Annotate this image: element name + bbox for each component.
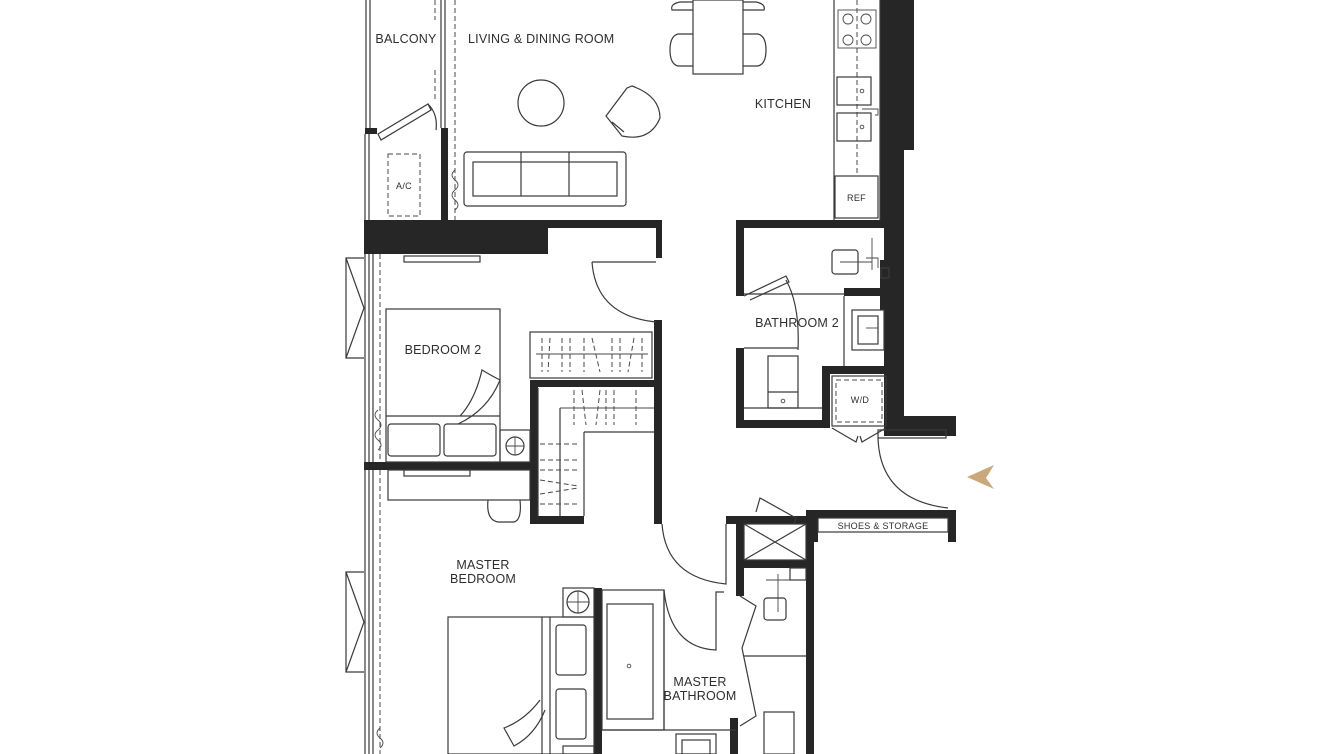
room-label-master-bathroom-line1: MASTER [673, 675, 727, 689]
curtain-bedroom2 [374, 409, 382, 451]
room-label-living-dining: LIVING & DINING ROOM [468, 32, 615, 46]
bathroom2-bottom-wall [736, 420, 826, 428]
bedroom2-door [591, 261, 657, 323]
balcony-door [377, 103, 437, 141]
living-bedroom-wall [364, 220, 662, 258]
kitchen-exterior-wall [880, 0, 956, 436]
bathroom2-fixtures [743, 238, 890, 443]
room-label-bathroom-2: BATHROOM 2 [755, 316, 839, 330]
entry-arrow-icon [967, 465, 994, 489]
room-label-master-bedroom-line1: MASTER [456, 558, 510, 572]
room-label-master-bathroom-line2: BATHROOM [663, 689, 737, 703]
room-label-bedroom-2: BEDROOM 2 [404, 343, 482, 357]
master-bathroom-fixtures [601, 497, 807, 754]
master-bath-door-jamb [726, 516, 736, 524]
fixture-label-ac: A/C [396, 181, 412, 191]
wd-top-wall [822, 366, 888, 374]
bedroom-divider-wall [364, 462, 536, 470]
closet-top-wall [530, 380, 654, 387]
master-bath-inner-wall [730, 718, 738, 754]
armchair [605, 85, 661, 138]
room-label-balcony: BALCONY [375, 32, 437, 46]
master-bedroom-furniture [387, 469, 595, 754]
walk-in-closet [537, 388, 654, 516]
shoes-storage-wall [806, 510, 956, 754]
dining-set [669, 0, 767, 75]
balcony-wall-stub [365, 128, 377, 134]
bathroom2-left-wall [736, 348, 744, 428]
master-bath-left-wall [594, 588, 602, 754]
ac-partition-wall [441, 128, 448, 220]
closet-bottom-wall [530, 516, 584, 524]
master-bath-shaft-wall [736, 516, 812, 596]
fixture-label-wd: W/D [850, 395, 870, 405]
ac-unit [387, 153, 421, 217]
curtain-living [451, 169, 459, 211]
room-label-master-bedroom-line2: BEDROOM [450, 572, 516, 586]
kitchen-counter [833, 0, 881, 220]
vanity-top-wall [844, 288, 888, 296]
master-door [661, 523, 727, 585]
west-facade-windows [345, 0, 456, 754]
sofa [463, 151, 627, 207]
bedroom2-furniture [385, 255, 653, 463]
wd-left-wall [822, 366, 830, 428]
entry-door [877, 429, 949, 509]
room-label-shoes-storage: SHOES & STORAGE [837, 521, 929, 531]
curtain-master [376, 727, 384, 749]
coffee-table [517, 79, 565, 127]
bath2-right-wall [880, 260, 888, 310]
bathroom2-top-wall [736, 220, 884, 296]
corridor-left-wall [654, 320, 662, 524]
room-label-kitchen: KITCHEN [754, 97, 812, 111]
fixture-label-ref: REF [847, 193, 866, 203]
shoes-storage-cabinet [817, 517, 949, 533]
closet-left-wall [530, 380, 538, 524]
